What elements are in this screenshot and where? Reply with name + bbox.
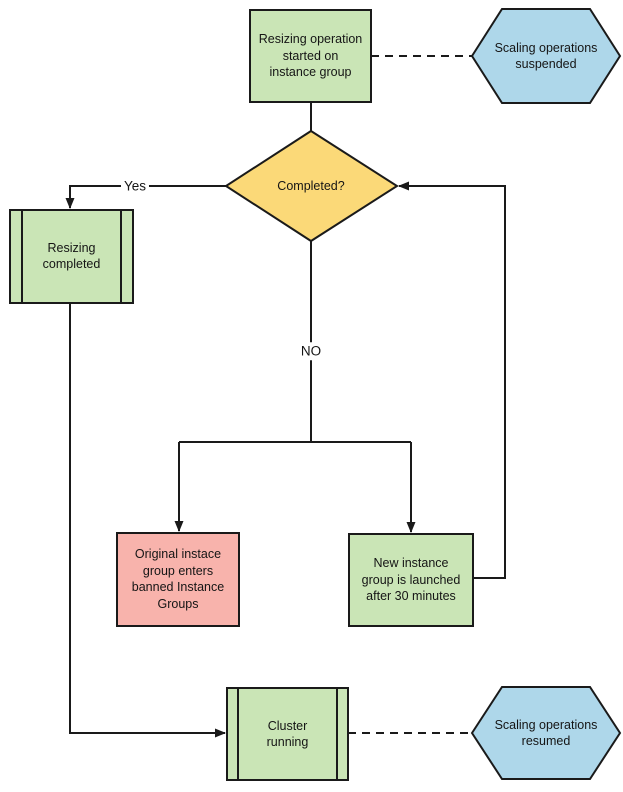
resizing-started-shape (249, 9, 372, 103)
new-instance-group-shape (348, 533, 474, 627)
edge-new-group-feedback (398, 181, 506, 579)
cluster-running-shape (226, 687, 349, 781)
completed-decision-diamond-shape (224, 129, 399, 243)
resizing-completed-shape (9, 209, 134, 304)
edge-label-no: NO (297, 342, 325, 360)
edge-completed-to-cluster (69, 303, 226, 738)
edge-decision-yes (65, 185, 226, 209)
scaling-suspended-hexagon-shape (470, 8, 622, 104)
edge-label-yes: Yes (120, 177, 150, 195)
banned-instance-groups-shape (116, 532, 240, 627)
scaling-resumed-hexagon-shape (470, 686, 622, 780)
